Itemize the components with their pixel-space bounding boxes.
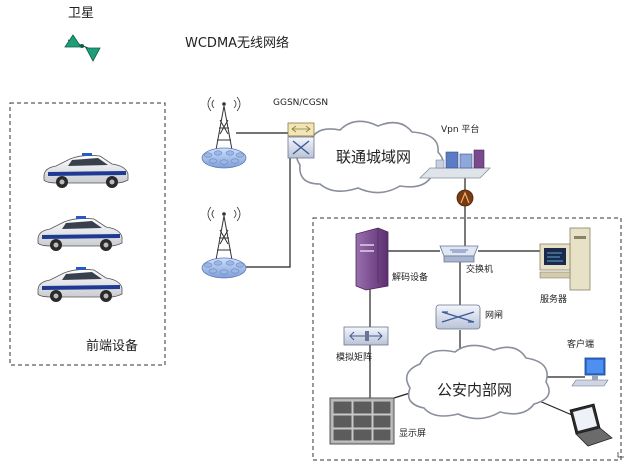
police-cloud-icon: [405, 344, 550, 420]
decoder-icon: [355, 227, 389, 291]
wcdma-label: WCDMA无线网络: [185, 36, 290, 51]
vpn-label: Vpn 平台: [441, 125, 480, 135]
satellite-icon: [64, 34, 101, 62]
police-network-boundary: [312, 217, 622, 461]
corner-mark-icon: [617, 452, 624, 458]
vpn-platform-icon: [419, 149, 491, 179]
unicom-cloud-label: 联通城域网: [336, 148, 412, 166]
satellite-label: 卫星: [68, 6, 95, 21]
ggsn-label: GGSN/CGSN: [273, 98, 329, 108]
switch-icon: [439, 245, 479, 263]
firewall-icon: [456, 189, 474, 207]
server-icon: [539, 227, 591, 291]
switch-label: 交换机: [466, 265, 494, 275]
display-label: 显示屏: [399, 429, 427, 439]
analog-matrix-icon: [343, 326, 389, 346]
ggsn-router-icon: [287, 122, 315, 159]
radio-tower-icon: [201, 96, 247, 169]
client-desktop-icon: [571, 357, 609, 387]
gateway-label: 网闸: [485, 311, 504, 321]
police-car-icon: [37, 267, 123, 302]
matrix-label: 模拟矩阵: [336, 353, 373, 363]
police-car-icon: [43, 153, 129, 188]
decoder-label: 解码设备: [392, 273, 429, 283]
client-label: 客户端: [567, 340, 595, 350]
display-wall-icon: [329, 397, 395, 445]
radio-tower-icon: [201, 206, 247, 279]
front-end-boundary: [9, 102, 166, 366]
laptop-icon: [569, 403, 613, 447]
unicom-cloud-icon: [295, 120, 444, 194]
front-end-label: 前端设备: [86, 339, 139, 354]
police-car-icon: [37, 216, 123, 251]
server-label: 服务器: [540, 295, 568, 305]
police-cloud-label: 公安内部网: [437, 381, 513, 399]
gateway-icon: [435, 304, 481, 330]
